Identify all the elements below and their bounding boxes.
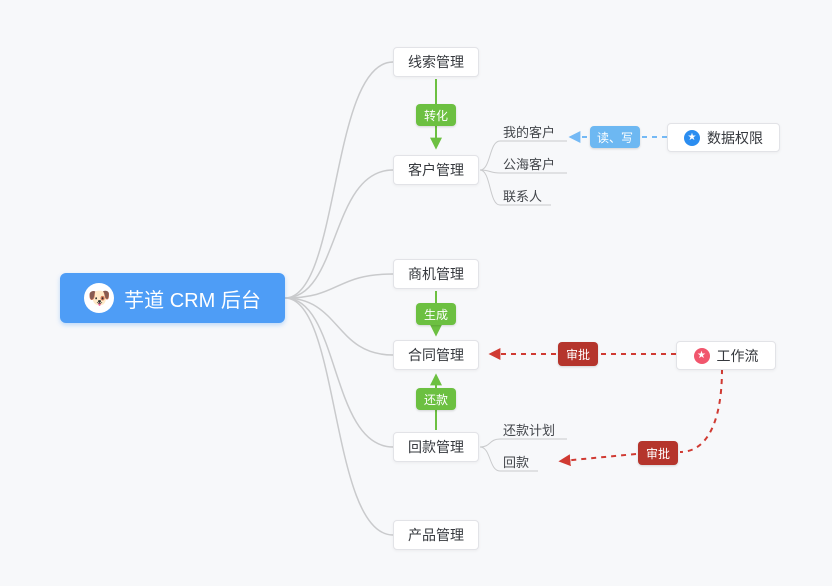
payment-children-lines [479,438,567,472]
root-node-crm-backend: 🐶 芋道 CRM 后台 [60,273,285,323]
customer-children-lines [479,140,567,206]
node-opportunity-management: 商机管理 [393,259,479,289]
node-data-permission: ★ 数据权限 [667,123,780,152]
dog-icon: 🐶 [84,283,115,313]
node-lead-management: 线索管理 [393,47,479,77]
node-label: 合同管理 [408,347,464,363]
child-payment: 回款 [503,455,530,470]
edge-badge-approve-payment: 审批 [638,441,678,465]
star-icon: ★ [684,129,700,146]
root-node-label: 芋道 CRM 后台 [124,289,261,312]
node-label: 工作流 [716,347,759,364]
workflow-arrows [488,348,723,467]
child-contacts: 联系人 [503,189,543,204]
edge-badge-read-write: 读、写 [590,126,640,148]
star-icon: ★ [693,347,710,364]
node-contract-management: 合同管理 [393,340,479,370]
child-repayment-plan: 还款计划 [503,423,556,438]
node-product-management: 产品管理 [393,520,479,550]
node-label: 数据权限 [707,129,763,146]
node-label: 产品管理 [408,527,464,543]
edge-badge-convert: 转化 [416,104,456,126]
child-public-customers: 公海客户 [503,157,556,172]
node-label: 商机管理 [408,266,464,282]
edge-badge-approve-contract: 审批 [558,342,598,366]
edge-badge-generate: 生成 [416,303,456,325]
root-branch-curves [284,61,394,536]
edge-badge-repay: 还款 [416,388,456,410]
node-payment-management: 回款管理 [393,432,479,462]
node-label: 回款管理 [408,439,464,455]
node-label: 客户管理 [408,162,464,178]
node-workflow: ★ 工作流 [676,341,776,370]
node-customer-management: 客户管理 [393,155,479,185]
child-my-customers: 我的客户 [503,125,556,140]
node-label: 线索管理 [408,54,464,70]
